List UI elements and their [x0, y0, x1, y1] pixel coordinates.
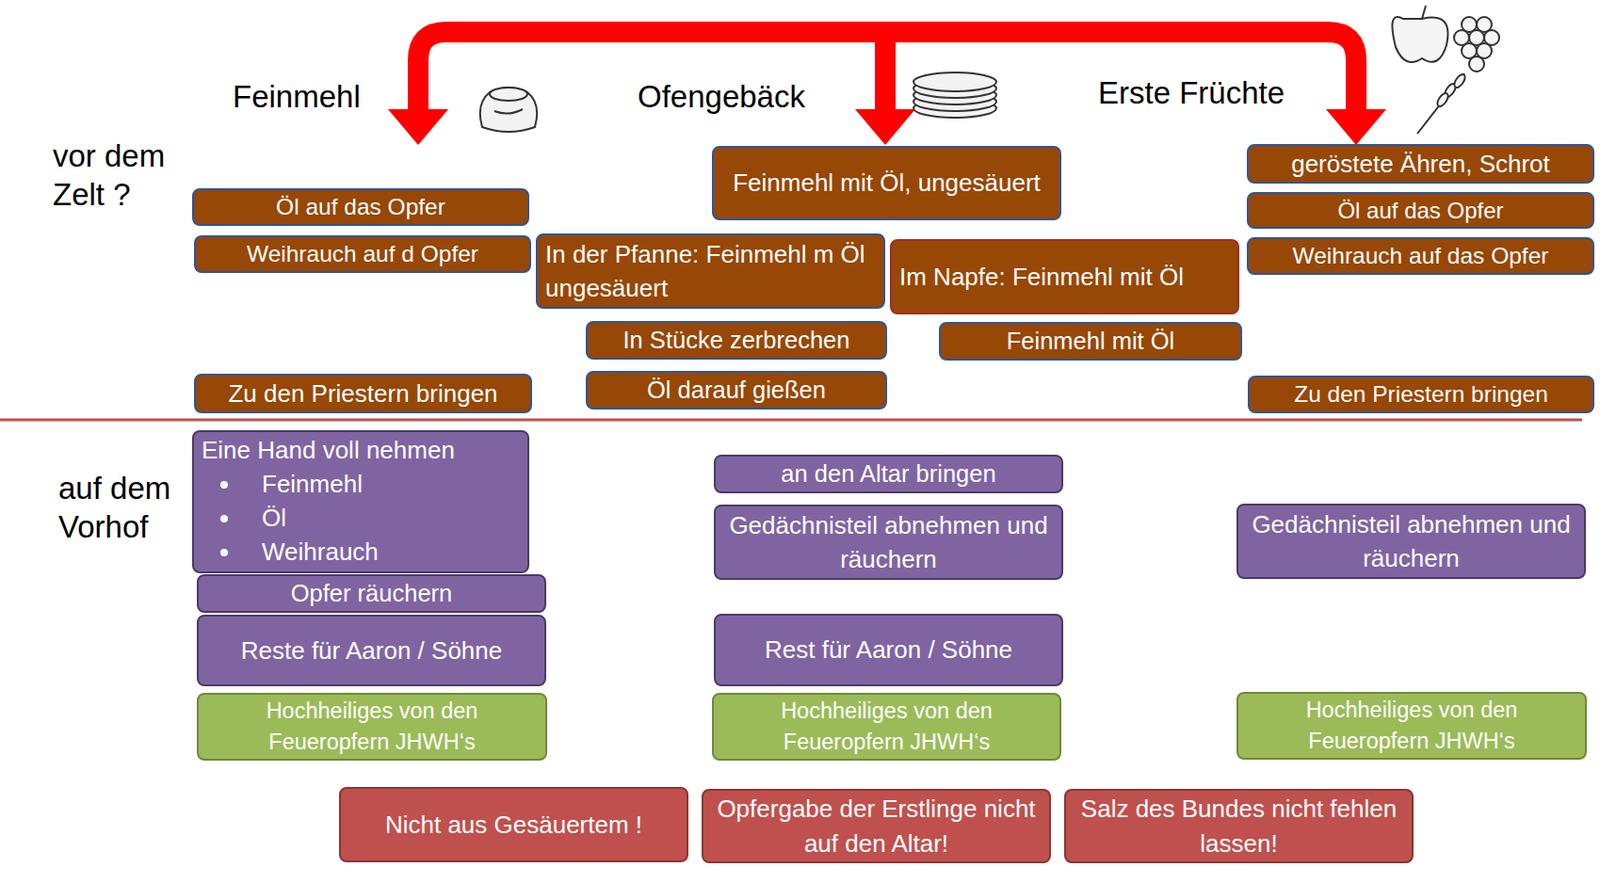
- box-text: Öl auf das Opfer: [275, 191, 446, 224]
- box-text: Opfergabe der Erstlinge nicht auf den Al…: [711, 791, 1042, 861]
- row-heading: vor dem Zelt ?: [52, 136, 207, 215]
- process-box: Öl auf das Opfer: [192, 188, 530, 227]
- box-text: Gedächnisteil abnehmen und räuchern: [723, 508, 1054, 578]
- box-text: Zu den Priestern bringen: [227, 376, 498, 411]
- process-box: Zu den Priestern bringen: [1247, 375, 1595, 414]
- box-text: Eine Hand voll nehmen: [201, 434, 455, 469]
- box-text: Hochheiliges von den Feueropfern JHWH‘s: [1245, 694, 1578, 758]
- process-box: Reste für Aaron / Söhne: [196, 614, 547, 687]
- box-text: Reste für Aaron / Söhne: [241, 633, 503, 668]
- process-box: Opfer räuchern: [196, 574, 547, 614]
- bullet-dot: [220, 549, 228, 557]
- box-text: Im Napfe: Feinmehl mit Öl: [899, 259, 1184, 294]
- process-box: Feinmehl mit Öl, ungesäuert: [711, 145, 1062, 221]
- process-box: Weihrauch auf das Opfer: [1246, 237, 1595, 275]
- box-text: Feinmehl mit Öl: [1006, 324, 1176, 359]
- flour-icon: [480, 87, 537, 132]
- box-text: an den Altar bringen: [780, 457, 996, 492]
- box-text: In Stücke zerbrechen: [623, 323, 851, 358]
- bullet-row: Weihrauch: [201, 535, 379, 570]
- box-text: Weihrauch auf d Opfer: [246, 238, 479, 271]
- row-heading: auf dem Vorhof: [58, 468, 212, 548]
- process-box: Feinmehl mit Öl: [938, 322, 1243, 361]
- column-heading: Erste Früchte: [1098, 73, 1285, 113]
- process-box: Öl darauf gießen: [585, 371, 888, 410]
- column-heading: Feinmehl: [232, 77, 361, 116]
- process-box: an den Altar bringen: [713, 454, 1064, 494]
- process-box: Zu den Priestern bringen: [193, 373, 533, 414]
- process-box: Gedächnisteil abnehmen und räuchern: [713, 504, 1064, 581]
- bullet-text: Weihrauch: [261, 535, 379, 570]
- process-box: Weihrauch auf d Opfer: [193, 235, 532, 274]
- process-box: Nicht aus Gesäuertem !: [339, 787, 689, 863]
- box-text: Gedächnisteil abnehmen und räuchern: [1245, 507, 1577, 577]
- bullet-dot: [220, 481, 228, 489]
- box-text: Salz des Bundes nicht fehlen lassen!: [1073, 791, 1405, 861]
- box-text: Weihrauch auf das Opfer: [1292, 240, 1550, 273]
- bullet-dot: [220, 515, 228, 523]
- process-box: Öl auf das Opfer: [1246, 192, 1595, 229]
- process-box: Gedächnisteil abnehmen und räuchern: [1236, 503, 1586, 580]
- fruit-icon: [1391, 5, 1500, 134]
- bullet-text: Feinmehl: [261, 468, 363, 502]
- bullet-row: Öl: [201, 501, 287, 536]
- process-box: Im Napfe: Feinmehl mit Öl: [889, 239, 1240, 315]
- box-text: In der Pfanne: Feinmehl m Öl ungesäuert: [545, 237, 876, 307]
- process-box: Opfergabe der Erstlinge nicht auf den Al…: [701, 789, 1051, 864]
- separator-line: [0, 419, 1583, 422]
- process-box: Hochheiliges von den Feueropfern JHWH‘s: [196, 693, 548, 761]
- process-box: Rest für Aaron / Söhne: [713, 614, 1064, 687]
- process-box: Eine Hand voll nehmenFeinmehlÖlWeihrauch: [192, 430, 530, 574]
- box-text: Rest für Aaron / Söhne: [764, 632, 1013, 667]
- process-box: Hochheiliges von den Feueropfern JHWH‘s: [711, 693, 1062, 761]
- box-text: Zu den Priestern bringen: [1293, 378, 1549, 411]
- box-text: Hochheiliges von den Feueropfern JHWH‘s: [721, 695, 1052, 759]
- pancake-icon: [913, 72, 997, 118]
- box-text: Hochheiliges von den Feueropfern JHWH‘s: [206, 695, 538, 759]
- column-heading: Ofengebäck: [637, 77, 806, 116]
- box-text: Öl darauf gießen: [646, 373, 826, 408]
- process-box: Salz des Bundes nicht fehlen lassen!: [1064, 789, 1414, 864]
- box-text: Opfer räuchern: [290, 577, 453, 612]
- process-box: In der Pfanne: Feinmehl m Öl ungesäuert: [535, 233, 886, 309]
- box-text: Feinmehl mit Öl, ungesäuert: [732, 165, 1041, 200]
- process-box: geröstete Ähren, Schrot: [1246, 144, 1595, 184]
- box-text: Öl auf das Opfer: [1337, 194, 1504, 227]
- process-box: In Stücke zerbrechen: [585, 321, 888, 360]
- bullet-text: Öl: [261, 501, 287, 536]
- process-box: Hochheiliges von den Feueropfern JHWH‘s: [1236, 692, 1587, 760]
- box-text: geröstete Ähren, Schrot: [1291, 146, 1551, 181]
- bullet-row: Feinmehl: [201, 468, 363, 502]
- box-text: Nicht aus Gesäuertem !: [385, 808, 643, 842]
